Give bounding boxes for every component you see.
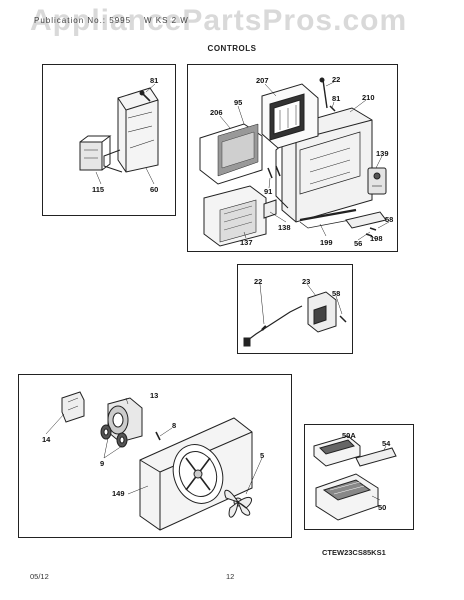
blade-5 xyxy=(224,489,253,518)
relay-115 xyxy=(79,135,112,171)
plate-198 xyxy=(345,211,387,229)
label-137: 137 xyxy=(240,238,253,247)
grommets-9 xyxy=(100,424,128,448)
label-23: 23 xyxy=(302,277,310,286)
screw-58b xyxy=(339,315,347,323)
box-harness xyxy=(237,264,353,354)
sensor-139 xyxy=(367,167,387,195)
harness-22 xyxy=(243,305,303,347)
box-control-housing xyxy=(187,64,398,252)
label-115: 115 xyxy=(92,185,104,194)
bracket-60 xyxy=(103,87,159,173)
label-81a: 81 xyxy=(150,76,158,85)
header-publication: Publication No.: 5995 W KS 2 W xyxy=(34,16,189,25)
label-58b: 58 xyxy=(332,289,340,298)
screw-81a xyxy=(139,90,151,102)
box-fan-bracket xyxy=(42,64,176,216)
label-149: 149 xyxy=(112,489,125,498)
label-8: 8 xyxy=(172,421,176,430)
tray-50A xyxy=(313,435,361,467)
shroud-149 xyxy=(139,417,253,531)
footer-date: 05/12 xyxy=(30,572,49,581)
label-60: 60 xyxy=(150,185,158,194)
section-title: CONTROLS xyxy=(207,44,257,53)
label-22b: 22 xyxy=(254,277,262,286)
label-199: 199 xyxy=(320,238,333,247)
label-207: 207 xyxy=(256,76,269,85)
tray-50 xyxy=(315,473,379,521)
label-91: 91 xyxy=(264,187,272,196)
label-139: 139 xyxy=(376,149,389,158)
label-50A: 50A xyxy=(342,431,356,440)
label-206: 206 xyxy=(210,108,223,117)
label-56: 56 xyxy=(354,239,362,248)
watermark-logo: AppliancePartsPros.com xyxy=(30,4,408,37)
label-13: 13 xyxy=(150,391,158,400)
model-code: CTEW23CS85KS1 xyxy=(322,548,386,557)
heater-199 xyxy=(299,208,357,229)
box-tray xyxy=(304,424,414,530)
filter-95-206 xyxy=(199,123,263,185)
label-81b: 81 xyxy=(332,94,340,103)
label-22a: 22 xyxy=(332,75,340,84)
label-210: 210 xyxy=(362,93,375,102)
label-138: 138 xyxy=(278,223,291,232)
motor-13 xyxy=(107,397,143,443)
frame-207 xyxy=(261,83,319,149)
control-23 xyxy=(307,291,337,333)
clip-138 xyxy=(263,199,277,219)
label-5: 5 xyxy=(260,451,264,460)
label-14: 14 xyxy=(42,435,51,444)
bar-54 xyxy=(355,447,397,467)
screw-8 xyxy=(155,431,161,441)
footer-page: 12 xyxy=(226,572,235,581)
part-labels: 81 115 60 207 22 81 210 206 95 139 91 58… xyxy=(42,75,393,512)
label-95: 95 xyxy=(234,98,242,107)
screws-box2 xyxy=(267,77,377,237)
box-fan-assembly xyxy=(18,374,292,538)
label-9: 9 xyxy=(100,459,104,468)
label-50: 50 xyxy=(378,503,386,512)
label-54: 54 xyxy=(382,439,391,448)
label-198: 198 xyxy=(370,234,383,243)
leader-lines xyxy=(45,81,390,501)
label-58a: 58 xyxy=(385,215,393,224)
evaporator-137 xyxy=(203,185,267,247)
bracket-14 xyxy=(61,391,85,423)
